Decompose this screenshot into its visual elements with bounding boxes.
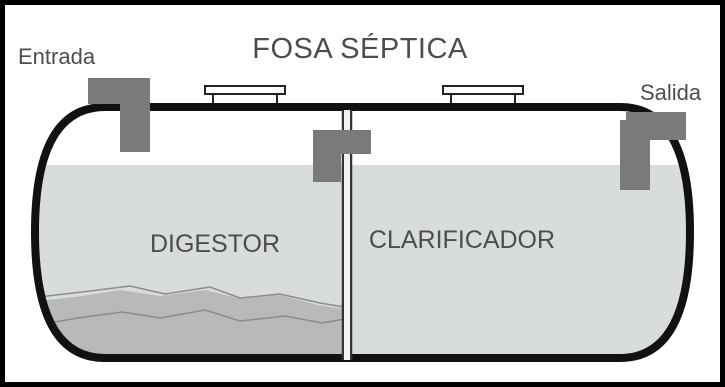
transfer-pipe bbox=[313, 130, 371, 182]
tank-outline bbox=[30, 103, 695, 362]
chamber-label-clarificador: CLARIFICADOR bbox=[369, 226, 555, 254]
chamber-label-digestor: DIGESTOR bbox=[150, 230, 280, 258]
sludge-layer bbox=[35, 290, 350, 358]
sludge-line-upper bbox=[35, 285, 351, 309]
outlet-pipe bbox=[620, 112, 686, 190]
sludge-line-lower bbox=[35, 309, 351, 327]
diagram-title: FOSA SÉPTICA bbox=[252, 32, 468, 65]
inlet-label: Entrada bbox=[18, 44, 96, 69]
inlet-pipe bbox=[88, 78, 150, 152]
outlet-label: Salida bbox=[640, 80, 702, 105]
